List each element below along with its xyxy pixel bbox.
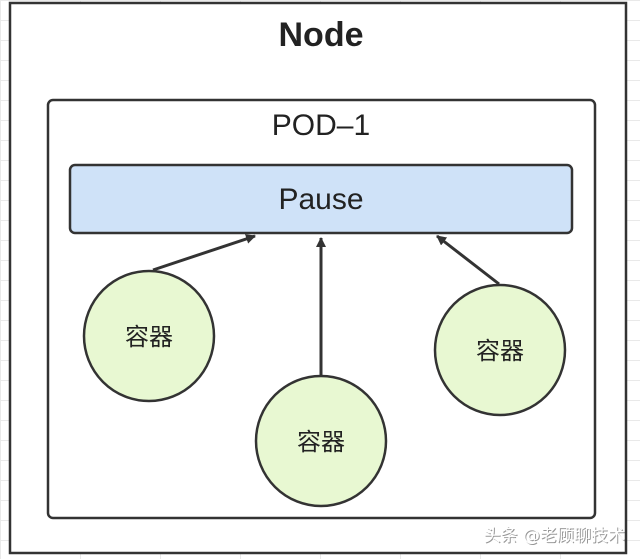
pod-title: POD–1 xyxy=(272,109,370,142)
pause-label: Pause xyxy=(278,183,363,216)
node-title: Node xyxy=(279,16,364,54)
container-left-label: 容器 xyxy=(125,323,173,351)
container-right xyxy=(433,283,567,417)
container-left xyxy=(82,269,216,403)
arrow-right xyxy=(436,234,500,286)
container-center xyxy=(254,374,388,508)
container-center-label: 容器 xyxy=(297,428,345,456)
pause-box xyxy=(68,163,574,235)
container-right-label: 容器 xyxy=(476,337,524,365)
watermark-shadow: 头条 @老顾聊技术 xyxy=(485,527,626,547)
watermark: 头条 @老顾聊技术 xyxy=(484,526,625,546)
arrow-left xyxy=(152,234,256,272)
